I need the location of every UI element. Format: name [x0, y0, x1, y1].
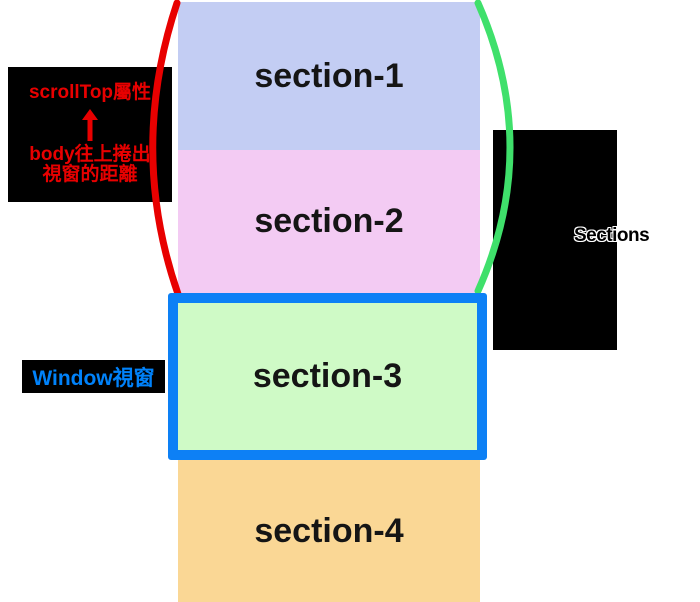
scrolltop-note-line2: 視窗的距離: [42, 164, 138, 186]
scrolltop-note: scrollTop屬性 body往上捲出 視窗的距離: [8, 67, 172, 202]
section-4-box: section-4: [178, 460, 480, 602]
section-1-label: section-1: [254, 56, 404, 95]
section-2-box: section-2: [178, 150, 480, 293]
up-arrow-icon: [82, 108, 98, 141]
sections-note-label: Sections: [574, 225, 650, 246]
scrolltop-note-line1: body往上捲出: [29, 143, 151, 165]
section-3-label: section-3: [252, 357, 403, 395]
section-1-box: section-1: [178, 2, 480, 150]
section-4-label: section-4: [254, 511, 404, 550]
window-note: Window視窗: [22, 360, 165, 393]
scrolltop-note-title: scrollTop屬性: [28, 82, 152, 104]
sections-note: Sections: [493, 130, 650, 350]
section-2-label: section-2: [254, 202, 404, 240]
section-3-viewport-box: section-3: [168, 293, 487, 460]
window-note-label: Window視窗: [32, 366, 155, 390]
